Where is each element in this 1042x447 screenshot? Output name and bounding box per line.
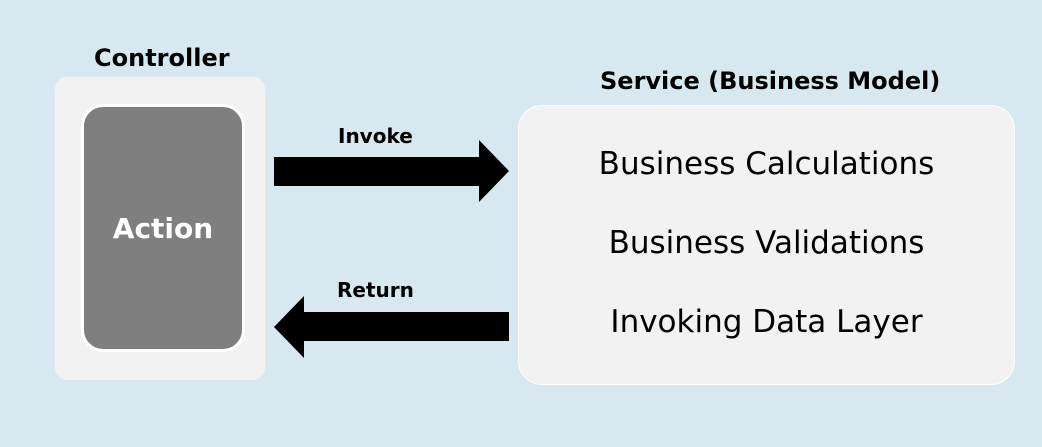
controller-title: Controller bbox=[94, 44, 230, 72]
action-label: Action bbox=[112, 211, 214, 245]
invoke-label: Invoke bbox=[338, 124, 413, 148]
service-item-business-calculations: Business Calculations bbox=[598, 146, 935, 182]
service-title: Service (Business Model) bbox=[600, 67, 941, 95]
action-block: Action bbox=[81, 104, 245, 352]
service-panel: Business Calculations Business Validatio… bbox=[518, 105, 1015, 385]
service-item-invoking-data-layer: Invoking Data Layer bbox=[610, 304, 923, 340]
invoke-arrow bbox=[274, 140, 509, 202]
return-arrow bbox=[274, 296, 509, 358]
return-label: Return bbox=[337, 278, 414, 302]
service-item-business-validations: Business Validations bbox=[608, 225, 925, 261]
